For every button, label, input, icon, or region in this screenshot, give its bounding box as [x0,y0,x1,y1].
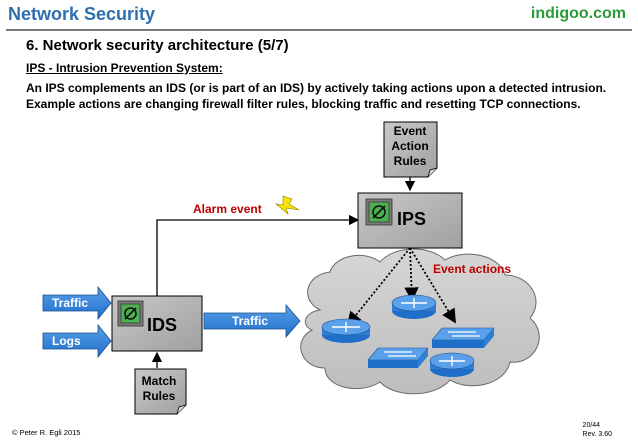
traffic-out-label: Traffic [232,314,268,328]
switch-icon [367,347,429,368]
traffic-out-arrow: Traffic [203,303,301,339]
router-icon [321,318,371,343]
footer-copyright: © Peter R. Egli 2015 [12,428,81,437]
event-actions-label: Event actions [433,262,511,276]
header-title: Network Security [8,4,156,24]
section-subtitle: IPS - Intrusion Prevention System: [26,61,223,75]
event-action-arrows [346,247,456,327]
router-icon [391,294,437,319]
header-divider [6,29,632,31]
section-title: 6. Network security architecture (5/7) [26,37,289,54]
ips-label: IPS [397,209,426,229]
event-action-rules-doc: Event Action Rules [383,121,438,178]
ids-box: IDS [111,295,203,352]
logs-in-label: Logs [52,334,81,348]
ips-device-icon [365,198,393,226]
logs-in-arrow: Logs [42,323,112,359]
traffic-in-arrow: Traffic [42,285,112,321]
alarm-connection [156,214,360,296]
network-cloud [300,248,540,395]
footer-page-info: 20/44 Rev. 3.60 [583,421,612,439]
event-rules-line1: Event [394,124,427,138]
brand-logo: indigoo.com [530,5,626,22]
router-icon [429,352,475,377]
event-rules-line2: Action [391,139,428,153]
event-rules-line3: Rules [394,154,427,168]
match-rules-line1: Match [142,374,177,388]
switch-icon [431,327,495,348]
match-rules-doc: Match Rules [134,368,187,415]
traffic-in-label: Traffic [52,296,88,310]
body-text: An IPS complements an IDS (or is part of… [26,81,607,111]
revision: Rev. 3.60 [582,431,612,438]
ips-box: IPS [357,192,463,249]
alarm-event-label: Alarm event [193,202,262,216]
ids-label: IDS [147,315,177,335]
match-rules-line2: Rules [143,389,176,403]
page-number: 20/44 [582,422,601,429]
ids-device-icon [117,300,144,327]
lightning-icon [274,195,300,215]
